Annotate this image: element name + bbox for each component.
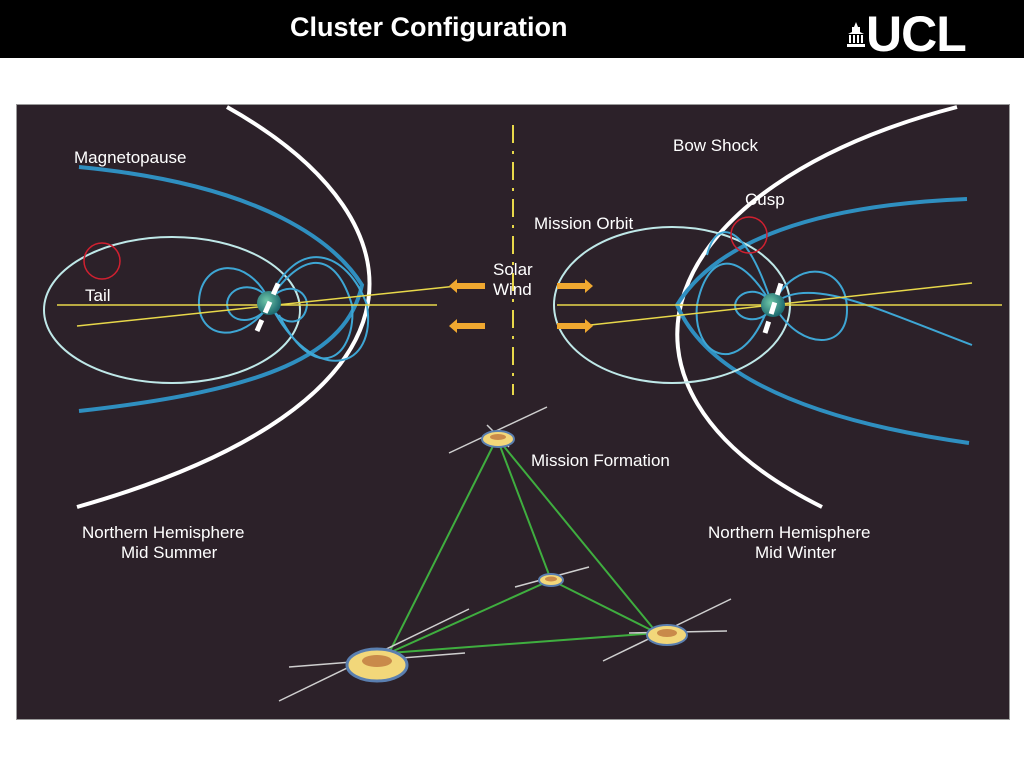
portico-icon [847, 22, 865, 47]
left-earth-axis [254, 275, 284, 333]
cusp-label: Cusp [745, 190, 785, 209]
right-cusp-marker [730, 216, 768, 254]
right-magnetosphere [553, 105, 1002, 509]
left-cusp-marker [83, 242, 121, 280]
right-bow-shock [675, 105, 958, 509]
solar-wind-label-line1: Solar [493, 260, 533, 279]
ucl-logo: UCL [846, 6, 996, 62]
bow-shock-label: Bow Shock [673, 136, 759, 155]
tail-label: Tail [85, 286, 111, 305]
mission-orbit-label: Mission Orbit [534, 214, 633, 233]
formation-links [388, 437, 658, 654]
left-bow-shock [76, 105, 372, 509]
spacecraft-4-icon [278, 608, 470, 702]
right-magnetopause [674, 197, 970, 445]
logo-text: UCL [866, 6, 967, 62]
left-mission-orbit [43, 236, 301, 384]
right-caption-line1: Northern Hemisphere [708, 523, 871, 542]
left-caption-line1: Northern Hemisphere [82, 523, 245, 542]
left-caption-line2: Mid Summer [121, 543, 218, 562]
diagram-canvas: Magnetopause Tail Bow Shock Cusp Mission… [43, 105, 1002, 702]
mission-formation-label: Mission Formation [531, 451, 670, 470]
page-title: Cluster Configuration [290, 12, 568, 42]
left-magnetopause [78, 165, 365, 413]
left-magnetosphere [43, 105, 458, 509]
header-bar: Cluster Configuration UCL [0, 0, 1024, 62]
solar-wind-label-line2: Wind [493, 280, 532, 299]
magnetopause-label: Magnetopause [74, 148, 186, 167]
spacecraft-2-icon [514, 566, 590, 588]
right-caption-line2: Mid Winter [755, 543, 837, 562]
spacecraft-1-icon [448, 406, 548, 454]
right-earth-axis [762, 276, 786, 334]
cluster-diagram: Magnetopause Tail Bow Shock Cusp Mission… [16, 104, 1010, 720]
spacecraft-3-icon [602, 598, 732, 662]
solar-wind-arrows [449, 279, 593, 333]
